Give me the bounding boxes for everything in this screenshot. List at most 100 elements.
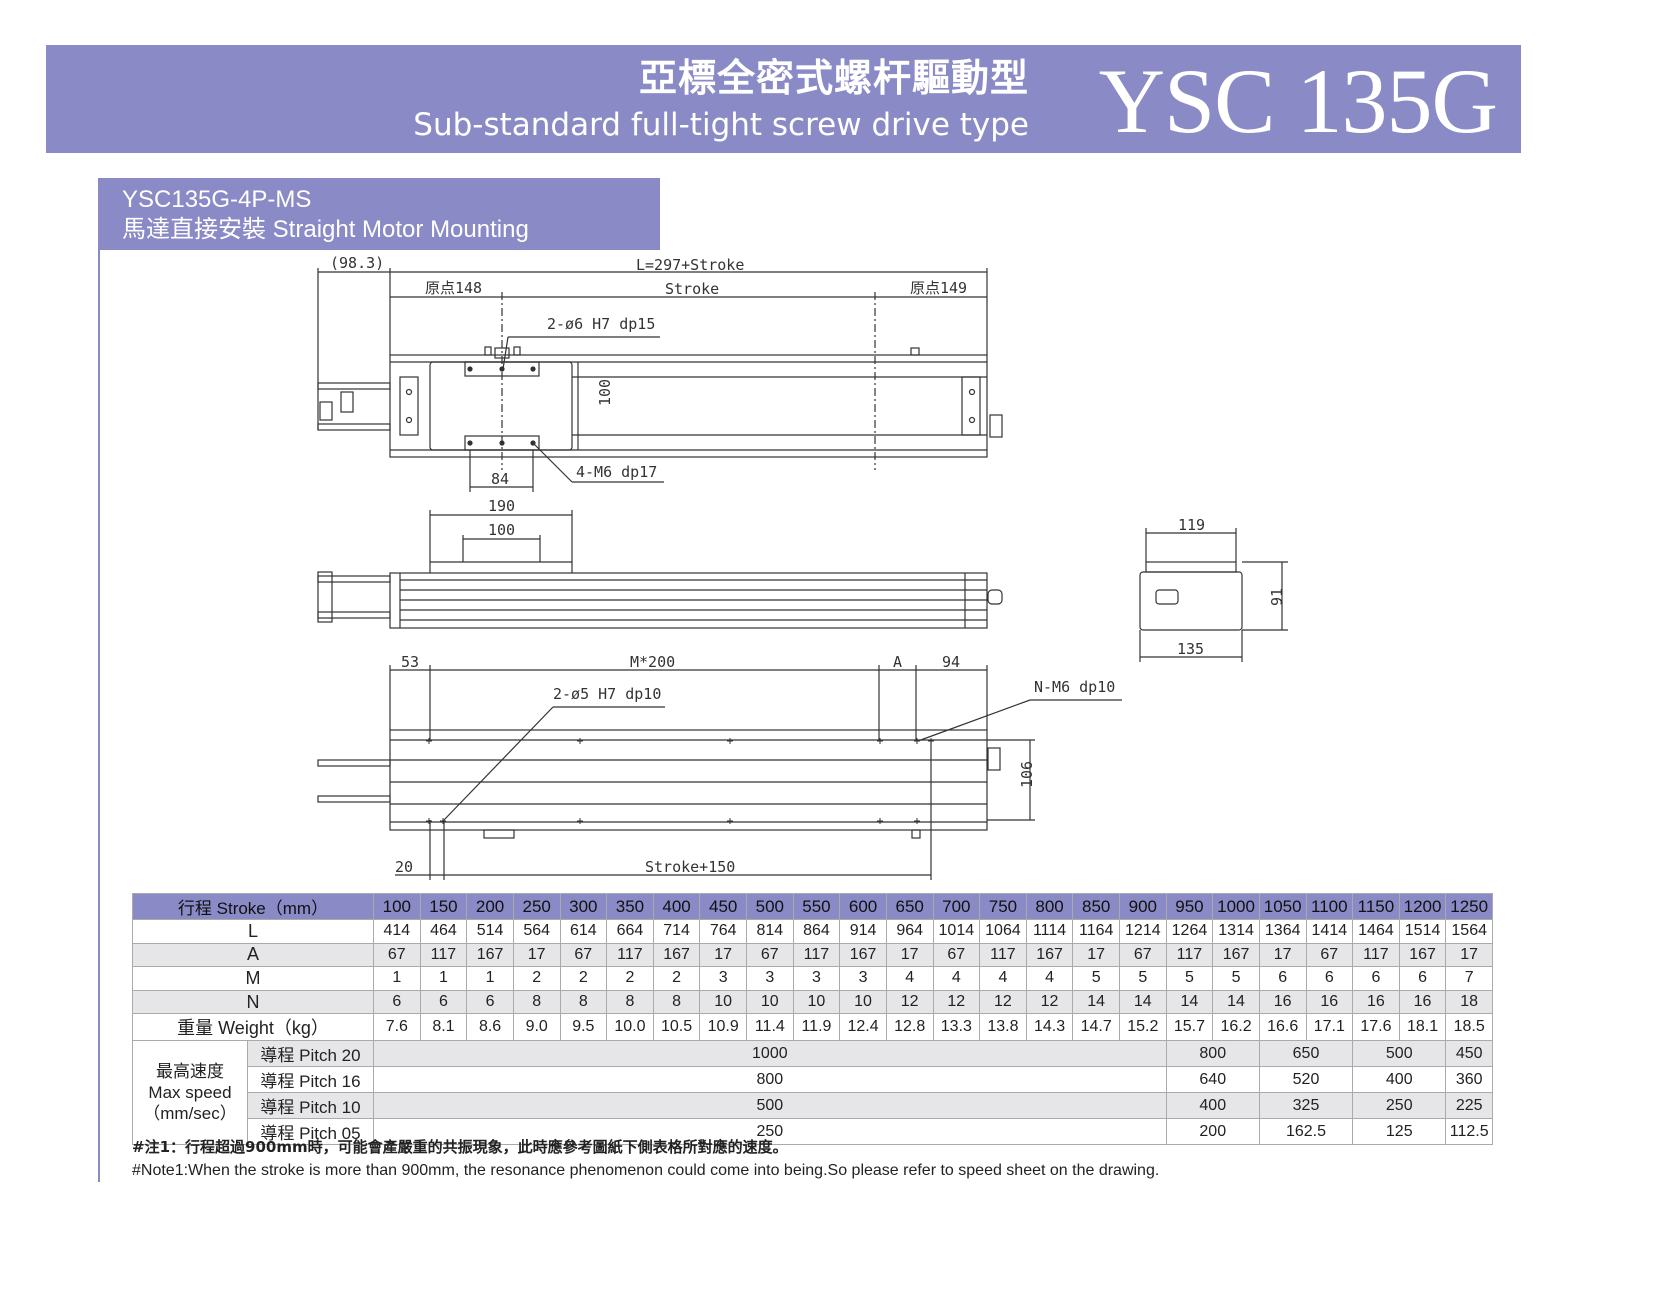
table-cell: 8 (512, 989, 561, 1015)
table-cell: 16 (1305, 989, 1354, 1015)
table-cell: 11.9 (792, 1013, 841, 1042)
speed-cell: 400 (1165, 1092, 1260, 1120)
pitch-label: 導程 Pitch 20 (247, 1040, 374, 1068)
speed-cell: 250 (373, 1118, 1167, 1146)
table-cell: 7 (1445, 966, 1493, 991)
stroke-header-cell: 1150 (1352, 893, 1400, 920)
stroke-header-cell: 950 (1165, 893, 1214, 920)
dim-100-top: 100 (596, 379, 614, 406)
speed-cell: 1000 (373, 1040, 1167, 1068)
table-cell: 6 (1258, 966, 1307, 991)
table-cell: 15.7 (1165, 1013, 1214, 1042)
table-cell: 16 (1258, 989, 1307, 1015)
table-cell: 167 (1398, 942, 1447, 968)
stroke-header-cell: 1200 (1398, 893, 1447, 920)
table-cell: 6 (1398, 966, 1447, 991)
table-cell: 17.6 (1352, 1013, 1400, 1042)
mount-en: Straight Motor Mounting (272, 216, 529, 243)
speed-cell: 500 (1352, 1040, 1447, 1068)
table-cell: 9.0 (512, 1013, 561, 1042)
table-cell: 814 (746, 919, 794, 944)
table-cell: 117 (979, 942, 1027, 968)
table-cell: 764 (699, 919, 747, 944)
dim-84: 84 (491, 470, 509, 488)
dim-stroke-150: Stroke+150 (645, 858, 735, 876)
note-tap-bottom: N-M6 dp10 (1034, 678, 1115, 696)
table-cell: 4 (932, 966, 981, 991)
dim-100-side: 100 (488, 521, 515, 539)
dim-119: 119 (1178, 516, 1205, 534)
bottom-holes (426, 738, 934, 824)
speed-cell: 125 (1352, 1118, 1447, 1146)
table-cell: 5 (1212, 966, 1260, 991)
table-cell: 67 (932, 942, 981, 968)
table-cell: 1364 (1258, 919, 1307, 944)
table-cell: 18.5 (1445, 1013, 1493, 1042)
table-cell: 67 (373, 942, 421, 968)
table-cell: 167 (466, 942, 514, 968)
note-en: #Note1:When the stroke is more than 900m… (132, 1162, 1160, 1179)
table-cell: 167 (839, 942, 887, 968)
table-cell: 13.3 (932, 1013, 981, 1042)
table-cell: 3 (792, 966, 841, 991)
stroke-header-cell: 800 (1025, 893, 1074, 920)
speed-cell: 360 (1445, 1066, 1493, 1094)
row-label: L (132, 919, 374, 944)
speed-cell: 800 (1165, 1040, 1260, 1068)
table-cell: 6 (466, 989, 514, 1015)
table-cell: 12 (932, 989, 981, 1015)
stroke-header-cell: 350 (606, 893, 654, 920)
table-cell: 67 (1119, 942, 1167, 968)
table-cell: 10.5 (652, 1013, 701, 1042)
table-cell: 1114 (1025, 919, 1074, 944)
table-cell: 16 (1352, 989, 1400, 1015)
table-cell: 18 (1445, 989, 1493, 1015)
table-cell: 464 (419, 919, 468, 944)
table-cell: 1 (466, 966, 514, 991)
table-cell: 15.2 (1119, 1013, 1167, 1042)
speed-cell: 112.5 (1445, 1118, 1493, 1146)
dim-stroke: Stroke (665, 280, 719, 298)
table-cell: 1314 (1212, 919, 1260, 944)
bottom-view (317, 665, 1122, 880)
speed-cell: 640 (1165, 1066, 1260, 1094)
table-cell: 914 (839, 919, 887, 944)
dim-origin-left: 原点148 (425, 279, 482, 297)
table-cell: 1 (419, 966, 468, 991)
table-cell: 4 (1025, 966, 1074, 991)
table-cell: 10.9 (699, 1013, 747, 1042)
row-label: N (132, 989, 374, 1015)
end-view (1139, 528, 1288, 662)
dim-91: 91 (1268, 588, 1286, 606)
speed-cell: 325 (1258, 1092, 1354, 1120)
stroke-header-cell: 100 (373, 893, 421, 920)
table-cell: 16.6 (1258, 1013, 1307, 1042)
table-cell: 8.6 (466, 1013, 514, 1042)
table-cell: 2 (559, 966, 608, 991)
pitch-label: 導程 Pitch 16 (247, 1066, 374, 1094)
stroke-header-cell: 750 (979, 893, 1027, 920)
table-cell: 6 (373, 989, 421, 1015)
stroke-header-cell: 300 (559, 893, 608, 920)
table-cell: 167 (1212, 942, 1260, 968)
table-cell: 17 (1445, 942, 1493, 968)
table-cell: 1164 (1072, 919, 1120, 944)
dim-a: A (893, 653, 902, 671)
stroke-header-cell: 650 (885, 893, 934, 920)
dim-20: 20 (395, 858, 413, 876)
stroke-header-cell: 150 (419, 893, 468, 920)
title-zh: 亞標全密式螺杆驅動型 (638, 56, 1029, 100)
table-cell: 6 (1352, 966, 1400, 991)
table-cell: 17 (885, 942, 934, 968)
table-cell: 67 (1305, 942, 1354, 968)
table-cell: 1414 (1305, 919, 1354, 944)
table-cell: 414 (373, 919, 421, 944)
model-name: YSC 135G (1098, 50, 1498, 152)
table-cell: 117 (419, 942, 468, 968)
